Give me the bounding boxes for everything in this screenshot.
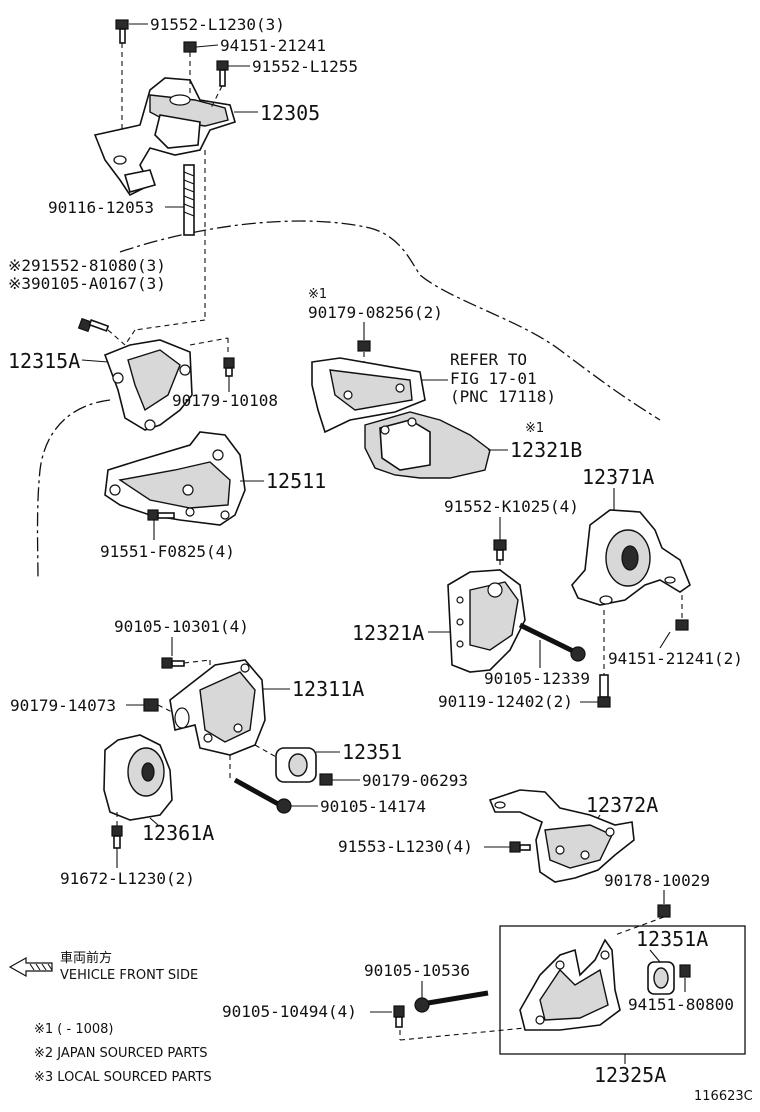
bushing-12351 <box>275 747 317 783</box>
label-91553-L1230: 91553-L1230(4) <box>338 837 473 856</box>
label-91551-F0825: 91551-F0825(4) <box>100 542 235 561</box>
bolt-91552-K1025 <box>493 539 507 561</box>
label-91552-K1025: 91552-K1025(4) <box>444 497 579 516</box>
label-90119-12402: 90119-12402(2) <box>438 692 573 711</box>
label-90179-08256: 90179-08256(2) <box>308 303 443 322</box>
bolt-90119-12402 <box>597 674 611 708</box>
mount-12372A <box>488 789 635 883</box>
nut-90179-10108 <box>223 357 235 377</box>
nut-94151-80800 <box>679 964 691 978</box>
label-91552-L1255: 91552-L1255 <box>252 57 358 76</box>
bracket-12321B <box>364 411 491 479</box>
refer-line-3: (PNC 17118) <box>450 387 556 406</box>
front-label-jp: 車両前方 <box>60 950 112 966</box>
label-12321B: 12321B <box>510 438 582 462</box>
nut-90179-06293 <box>319 773 333 786</box>
assembly-box-12325A <box>499 925 746 1055</box>
figure-id: 116623C <box>694 1089 753 1104</box>
legend-note-1: ※1 ( - 1008) <box>34 1022 113 1037</box>
nut-90179-14073 <box>143 698 159 712</box>
label-91672-L1230: 91672-L1230(2) <box>60 869 195 888</box>
label-94151-80800: 94151-80800 <box>628 995 734 1014</box>
mount-12371A <box>571 509 691 606</box>
label-12351: 12351 <box>342 740 402 764</box>
bracket-12315A <box>103 339 193 431</box>
label-90105-14174: 90105-14174 <box>320 797 426 816</box>
bolt-90105-10494 <box>393 1005 405 1028</box>
label-12311A: 12311A <box>292 677 364 701</box>
label-91552-L1230: 91552-L1230(3) <box>150 15 285 34</box>
nut-94151-21241-rear <box>675 619 689 631</box>
refer-bracket <box>311 357 426 434</box>
engine-mount-12305 <box>93 77 236 197</box>
bracket-12325A <box>519 938 621 1031</box>
label-12371A: 12371A <box>582 465 654 489</box>
label-90105-10301: 90105-10301(4) <box>114 617 249 636</box>
legend-note-2: ※2 JAPAN SOURCED PARTS <box>34 1046 208 1061</box>
bolt-90105-A0167 <box>77 317 110 333</box>
mount-12361A <box>103 734 173 821</box>
bracket-12511 <box>104 431 246 526</box>
stud-90116-12053 <box>183 164 195 236</box>
label-90179-06293: 90179-06293 <box>362 771 468 790</box>
note-1-a: ※1 <box>308 287 327 302</box>
label-90105-A0167: ※390105-A0167(3) <box>8 274 166 293</box>
label-94151-21241-top: 94151-21241 <box>220 36 326 55</box>
bolt-90105-10301 <box>161 657 185 669</box>
label-12361A: 12361A <box>142 821 214 845</box>
bolt-90105-12339 <box>518 622 586 662</box>
label-12351A: 12351A <box>636 927 708 951</box>
label-90116-12053: 90116-12053 <box>48 198 154 217</box>
bolt-90105-14174 <box>233 777 292 814</box>
label-12372A: 12372A <box>586 793 658 817</box>
label-90178-10029: 90178-10029 <box>604 871 710 890</box>
nut-90179-08256 <box>357 340 371 352</box>
bolt-91672-L1230 <box>111 825 123 849</box>
note-1-b: ※1 <box>525 421 544 436</box>
label-12321A: 12321A <box>352 621 424 645</box>
label-90179-10108: 90179-10108 <box>172 391 278 410</box>
label-12325A: 12325A <box>594 1063 666 1087</box>
bolt-91553-L1230 <box>509 841 531 853</box>
bolt-91552-L1255 <box>216 60 229 87</box>
nut-90178-10029 <box>657 904 671 918</box>
vehicle-body-outline <box>119 220 661 421</box>
nut-94151-21241 <box>183 41 197 53</box>
label-12315A: 12315A <box>8 349 80 373</box>
label-90105-10494: 90105-10494(4) <box>222 1002 357 1021</box>
bracket-12311A <box>169 659 266 756</box>
vehicle-body-outline-left <box>36 399 111 581</box>
label-94151-21241-rear: 94151-21241(2) <box>608 649 743 668</box>
front-label-en: VEHICLE FRONT SIDE <box>60 968 198 983</box>
label-12305: 12305 <box>260 101 320 125</box>
refer-line-1: REFER TO <box>450 350 527 369</box>
label-90105-12339: 90105-12339 <box>484 669 590 688</box>
bushing-12351A <box>647 961 675 995</box>
label-12511: 12511 <box>266 469 326 493</box>
refer-line-2: FIG 17-01 <box>450 369 537 388</box>
legend-note-3: ※3 LOCAL SOURCED PARTS <box>34 1070 212 1085</box>
label-91552-81080: ※291552-81080(3) <box>8 256 166 275</box>
label-90105-10536: 90105-10536 <box>364 961 470 980</box>
label-90179-14073: 90179-14073 <box>10 696 116 715</box>
bolt-90105-10536 <box>414 990 489 1013</box>
bolt-91551-F0825 <box>147 509 175 521</box>
bolt-91552-L1230 <box>115 19 129 44</box>
bracket-12321A <box>447 569 526 673</box>
vehicle-front-arrow-icon <box>8 956 53 978</box>
